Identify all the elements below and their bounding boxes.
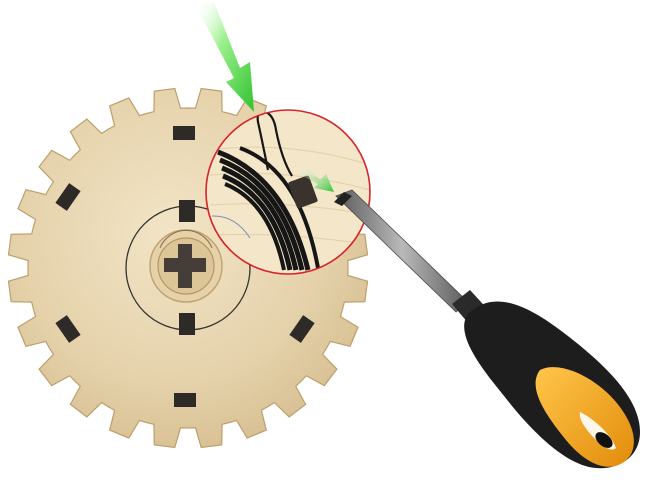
screwdriver — [334, 190, 640, 468]
slot-bottom — [174, 393, 196, 407]
detail-highlight — [206, 110, 370, 274]
hub-slot-bottom — [179, 313, 195, 335]
slot-top — [173, 126, 195, 140]
hub-slot-top — [179, 200, 195, 222]
